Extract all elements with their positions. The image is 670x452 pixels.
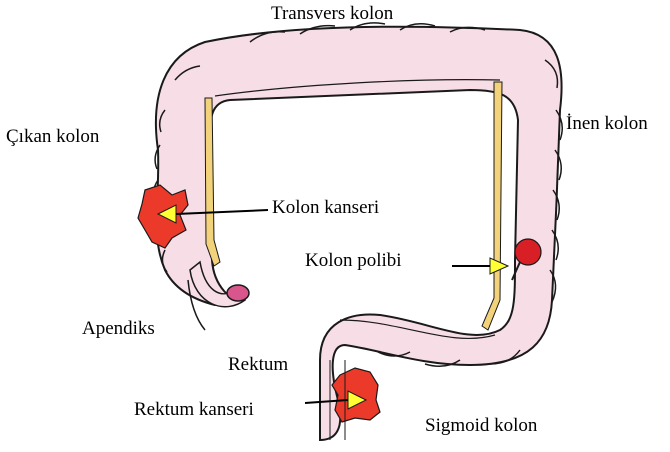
label-transverse-colon: Transvers kolon	[271, 4, 393, 23]
colon-polyp	[515, 239, 541, 265]
label-sigmoid-colon: Sigmoid kolon	[425, 416, 537, 435]
descending-inner-wall	[482, 82, 502, 330]
label-rectum: Rektum	[228, 355, 288, 374]
label-colon-polyp: Kolon polibi	[305, 251, 402, 270]
ascending-inner-wall	[205, 98, 220, 266]
label-descending-colon: İnen kolon	[566, 114, 648, 133]
label-rectal-cancer: Rektum kanseri	[134, 400, 254, 419]
label-colon-cancer: Kolon kanseri	[272, 198, 379, 217]
appendix-opening	[227, 285, 249, 301]
label-appendix: Apendiks	[82, 319, 155, 338]
label-ascending-colon: Çıkan kolon	[6, 127, 99, 146]
